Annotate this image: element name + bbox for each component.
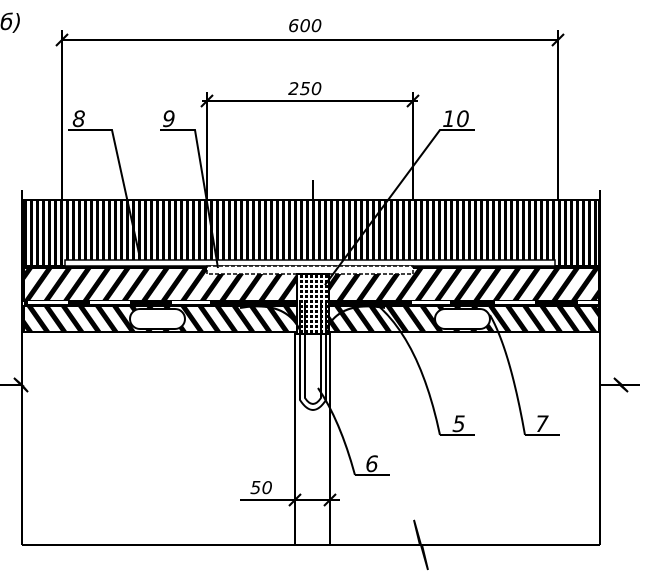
callout-8: 8: [72, 108, 86, 133]
figure-label: б): [0, 11, 22, 36]
dim-250: 250: [288, 79, 322, 100]
insulation-layer: [23, 199, 600, 267]
dim-600: 600: [288, 16, 322, 37]
callout-9: 9: [162, 108, 176, 133]
callout-6: 6: [365, 453, 379, 478]
callout-10: 10: [442, 108, 470, 133]
callout-5: 5: [452, 413, 466, 438]
callout-7: 7: [535, 413, 549, 438]
joint-filler: [296, 273, 330, 335]
dim-50: 50: [250, 478, 273, 499]
